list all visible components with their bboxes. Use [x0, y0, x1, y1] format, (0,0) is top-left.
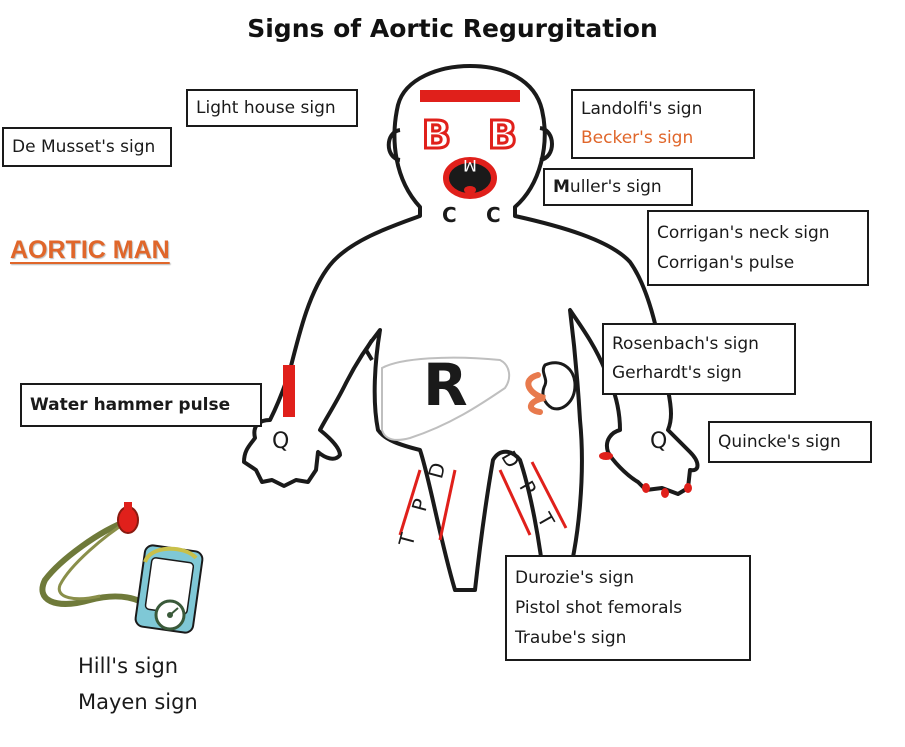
letter-dpt-left-t: T — [394, 530, 421, 550]
label-muller-sign: Muller's sign — [543, 168, 693, 206]
letter-carotid-right: C — [486, 203, 501, 227]
letter-carotid-left: C — [442, 203, 457, 227]
ear-left — [386, 128, 401, 162]
nail-bed-mark-2 — [642, 483, 650, 493]
label-durozie-pistol-traube: Durozie's sign Pistol shot femorals Trau… — [505, 555, 751, 661]
letter-mouth-m: M — [463, 156, 477, 175]
gerhardt-text: Gerhardt's sign — [612, 363, 742, 383]
letter-b-left: B — [422, 113, 451, 157]
label-landolfi-becker: Landolfi's sign Becker's sign — [571, 89, 755, 159]
letter-dpt-left-p: P — [407, 496, 433, 514]
letter-quincke-left-hand: Q — [272, 429, 289, 454]
corrigan-pulse-text: Corrigan's pulse — [657, 253, 795, 273]
becker-text: Becker's sign — [581, 128, 694, 148]
label-water-hammer-pulse: Water hammer pulse — [20, 383, 262, 427]
label-de-musset-sign: De Musset's sign — [2, 127, 172, 167]
quincke-text: Quincke's sign — [718, 432, 841, 452]
label-quincke-sign: Quincke's sign — [708, 421, 872, 463]
landolfi-text: Landolfi's sign — [581, 99, 703, 119]
light-house-text: Light house sign — [196, 98, 336, 118]
label-rosenbach-gerhardt: Rosenbach's sign Gerhardt's sign — [602, 323, 796, 395]
mayen-text: Mayen sign — [78, 690, 198, 714]
spleen-mark — [525, 372, 546, 415]
water-hammer-bar — [283, 365, 295, 417]
femoral-line-left-2 — [438, 469, 457, 541]
water-hammer-text: Water hammer pulse — [30, 395, 231, 415]
muller-text: uller's sign — [569, 177, 662, 197]
letter-b-right: B — [488, 113, 517, 157]
label-light-house-sign: Light house sign — [186, 89, 358, 127]
forehead-flush-bar — [420, 90, 520, 102]
durozie-text: Durozie's sign — [515, 568, 635, 588]
aortic-man-heading: AORTIC MAN — [10, 236, 170, 264]
label-corrigan: Corrigan's neck sign Corrigan's pulse — [647, 210, 869, 286]
muller-bold-initial: M — [553, 177, 570, 197]
sphygmomanometer-illustration — [39, 502, 204, 634]
ear-right — [539, 126, 554, 162]
rosenbach-text: Rosenbach's sign — [612, 334, 759, 354]
letter-dpt-left-d: D — [423, 460, 450, 481]
femoral-line-right-2 — [530, 461, 568, 529]
uvula — [464, 186, 476, 194]
hill-mayen-labels: Hill's sign Mayen sign — [78, 648, 198, 720]
femoral-line-left-1 — [398, 469, 422, 536]
liver-outline — [381, 356, 511, 441]
nail-bed-mark-4 — [684, 483, 692, 493]
spleen-outline — [541, 361, 577, 411]
femoral-line-right-1 — [498, 469, 532, 536]
nail-bed-mark-3 — [661, 488, 669, 498]
page-title: Signs of Aortic Regurgitation — [247, 14, 658, 43]
nail-bed-mark-1 — [599, 452, 613, 460]
hill-text: Hill's sign — [78, 654, 179, 678]
corrigan-neck-text: Corrigan's neck sign — [657, 223, 830, 243]
pistol-shot-text: Pistol shot femorals — [515, 598, 683, 618]
de-musset-text: De Musset's sign — [12, 137, 156, 157]
traube-text: Traube's sign — [515, 628, 627, 648]
letter-quincke-right-hand: Q — [650, 429, 667, 454]
letter-liver-r: R — [423, 351, 468, 419]
mouth — [443, 157, 497, 199]
axilla-mark — [363, 338, 374, 362]
